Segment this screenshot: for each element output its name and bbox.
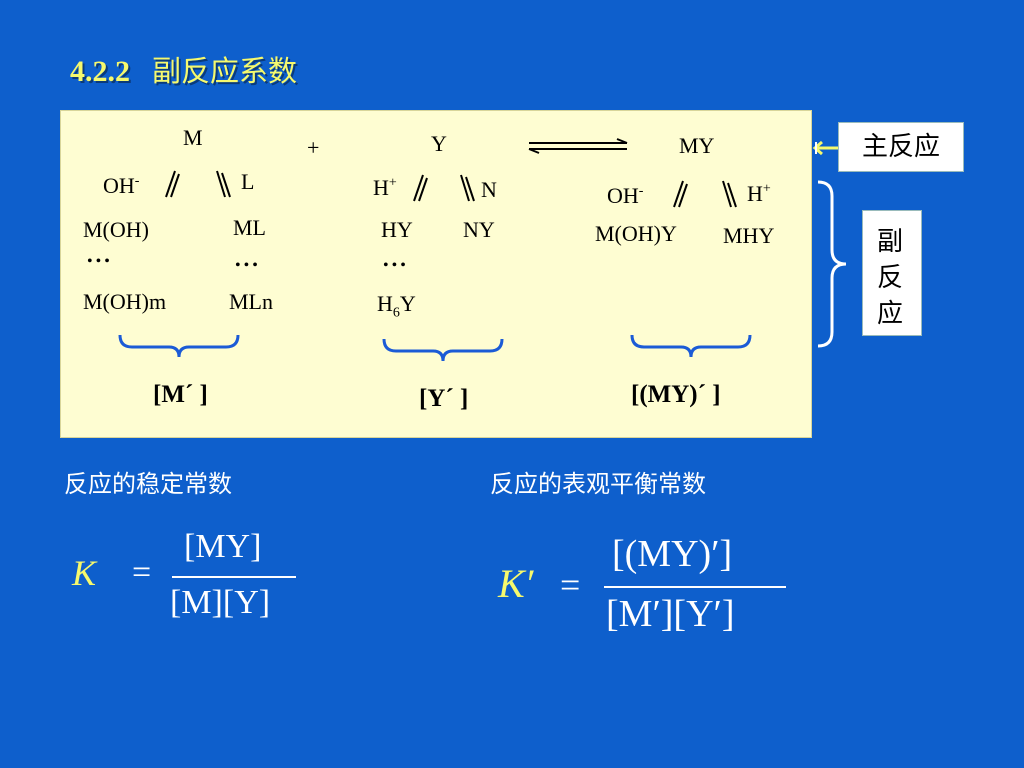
- kprime-denominator: [M′][Y′]: [606, 593, 735, 635]
- complex-oh: OH-: [607, 183, 644, 208]
- stability-constant-caption: 反应的稳定常数: [64, 470, 232, 498]
- apparent-constant-caption: 反应的表观平衡常数: [490, 470, 706, 498]
- metal-dots-left: •••: [87, 253, 113, 270]
- k-numerator: [MY]: [184, 528, 262, 565]
- complex-mhy: MHY: [723, 223, 775, 248]
- ligand-n-equilibrium-icon: [460, 174, 475, 202]
- ligand-h: H+: [373, 175, 397, 200]
- k-symbol: K: [72, 553, 97, 593]
- metal-oh: OH-: [103, 173, 140, 198]
- side-reaction-char-1: 副: [877, 227, 904, 257]
- complex-total-label: [(MY)´ ]: [631, 381, 721, 408]
- metal-m-ohm: M(OH)m: [83, 289, 167, 314]
- ligand-total-label: [Y´ ]: [419, 385, 469, 412]
- reaction-panel: M + Y MY OH- L M(OH) ML ••• ••• M(OH)m M…: [60, 110, 812, 438]
- metal-mln: MLn: [229, 289, 273, 314]
- section-number: 4.2.2: [70, 55, 130, 88]
- ligand-h-equilibrium-icon: [413, 174, 428, 202]
- kprime-symbol: K′: [498, 561, 534, 606]
- kprime-equals: =: [560, 565, 581, 605]
- kprime-fraction-bar: [604, 586, 786, 588]
- ligand-dots: •••: [383, 257, 409, 274]
- main-reaction-label: 主反应: [838, 122, 964, 172]
- section-title: 副反应系数: [152, 54, 298, 88]
- product-my: MY: [679, 133, 715, 158]
- metal-l: L: [241, 169, 255, 194]
- complex-h: H+: [747, 181, 771, 206]
- slide-title: 4.2.2 副反应系数: [70, 48, 297, 90]
- kprime-numerator: [(MY)′]: [612, 533, 733, 575]
- plus-sign: +: [307, 135, 320, 160]
- ligand-h6y: H6Y: [377, 291, 416, 321]
- reactant-m: M: [183, 125, 203, 150]
- metal-total-label: [M´ ]: [153, 381, 208, 408]
- k-denominator: [M][Y]: [170, 584, 271, 621]
- k-fraction-bar: [172, 576, 296, 578]
- metal-l-equilibrium-icon: [216, 170, 231, 198]
- ligand-n: N: [481, 177, 497, 202]
- k-equals: =: [132, 554, 152, 591]
- complex-group-brace: [630, 334, 752, 358]
- metal-group-brace: [118, 334, 240, 358]
- ligand-hy: HY: [381, 217, 413, 242]
- ligand-ny: NY: [463, 217, 495, 242]
- metal-oh-equilibrium-icon: [165, 170, 180, 198]
- reactant-y: Y: [431, 131, 447, 156]
- side-reaction-char-3: 应: [877, 299, 904, 329]
- complex-oh-equilibrium-icon: [673, 180, 688, 208]
- metal-m-oh: M(OH): [83, 217, 149, 242]
- complex-h-equilibrium-icon: [722, 180, 737, 208]
- metal-ml: ML: [233, 215, 266, 240]
- metal-dots-right: •••: [235, 257, 261, 274]
- ligand-group-brace: [382, 338, 504, 362]
- equilibrium-arrow: [528, 138, 628, 154]
- main-reaction-arrow-icon: [812, 140, 838, 156]
- complex-m-ohy: M(OH)Y: [595, 221, 677, 246]
- side-reaction-label: 副 反 应: [862, 210, 922, 336]
- side-reaction-char-2: 反: [877, 263, 904, 293]
- side-reaction-brace: [817, 180, 847, 348]
